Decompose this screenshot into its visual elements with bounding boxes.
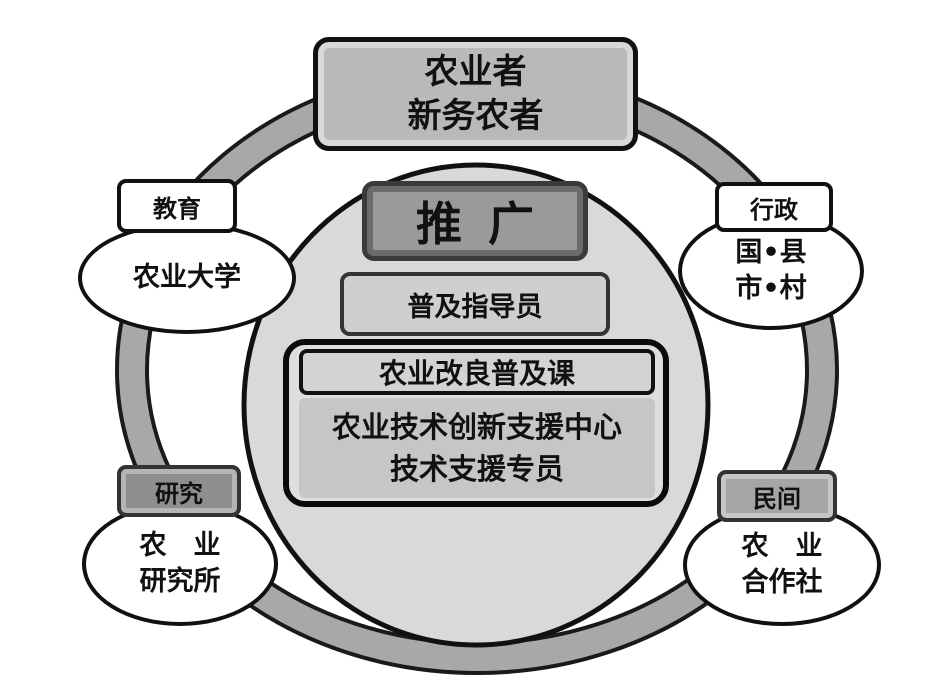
civil-line1: 农 业	[741, 531, 823, 562]
civil-line2: 合作社	[741, 567, 823, 598]
civil-ellipse: 农 业 合作社	[683, 504, 881, 626]
education-ellipse: 农业大学	[78, 222, 296, 334]
tech-support-center-label: 农业技术创新支援中心	[331, 410, 622, 444]
farmers-line1: 农业者	[424, 52, 527, 92]
education-body: 农业大学	[133, 262, 241, 293]
improvement-division-header: 农业改良普及课	[299, 349, 655, 395]
extension-advisor-box: 普及指导员	[340, 272, 610, 336]
research-ellipse: 农 业 研究所	[82, 502, 278, 626]
government-tag: 行政	[715, 182, 833, 232]
research-line1: 农 业	[139, 530, 221, 561]
civil-tag: 民间	[717, 470, 837, 522]
farmers-line2: 新务农者	[407, 96, 544, 136]
government-line2: 市•村	[735, 273, 807, 304]
promotion-title: 推广	[362, 181, 588, 261]
research-tag: 研究	[117, 465, 241, 517]
tech-support-specialist-label: 技术支援专员	[389, 452, 564, 486]
government-line1: 国•县	[735, 237, 807, 268]
tech-support-center: 农业技术创新支援中心 技术支援专员	[299, 398, 655, 498]
education-tag: 教育	[117, 179, 237, 233]
farmers-box: 农业者 新务农者	[313, 37, 638, 151]
research-line2: 研究所	[139, 566, 221, 597]
